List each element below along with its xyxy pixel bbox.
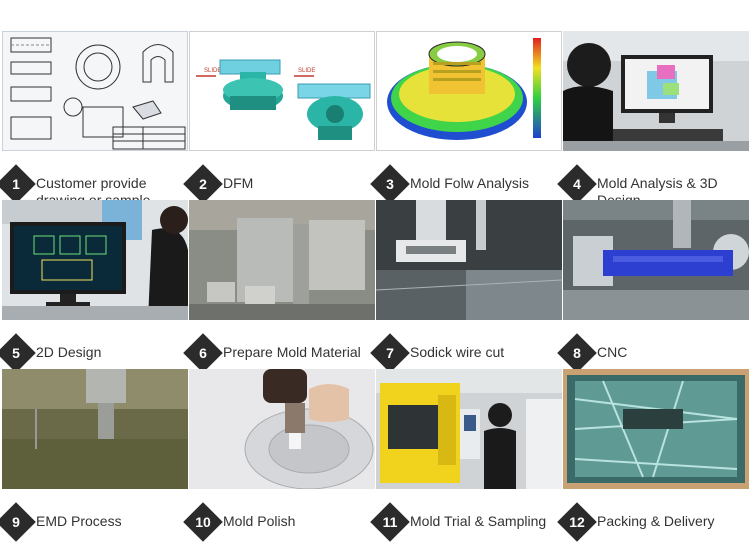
step-number: 3 xyxy=(386,176,394,192)
mold-trial-photo xyxy=(376,369,562,489)
2d-design-photo xyxy=(2,200,188,320)
packing-photo xyxy=(563,369,749,489)
flow-analysis-photo xyxy=(376,31,562,151)
engineer-at-monitor-icon xyxy=(563,31,749,151)
step-label: Sodick wire cut xyxy=(410,344,505,360)
step-number: 1 xyxy=(12,176,20,192)
step-label: Mold Folw Analysis xyxy=(410,175,530,191)
step-label: DFM xyxy=(223,175,254,191)
process-step-4: 4 Mold Analysis & 3D Design xyxy=(557,31,749,208)
cad-workstation-icon xyxy=(2,200,188,320)
process-step-5: 5 2D Design xyxy=(0,200,188,373)
cnc-machine-icon xyxy=(563,200,749,320)
process-step-9: 9 EMD Process xyxy=(0,369,188,542)
step-label: 2D Design xyxy=(36,344,102,360)
process-step-2: SLIDE SLIDE 2 DFM xyxy=(183,31,375,204)
step-number: 4 xyxy=(573,176,581,192)
process-step-12: 12 Packing & Delivery xyxy=(557,369,749,542)
wire-cut-photo xyxy=(376,200,562,320)
injection-machine-icon xyxy=(376,369,562,489)
process-step-3: 3 Mold Folw Analysis xyxy=(370,31,562,204)
wrapped-mold-icon xyxy=(563,369,749,489)
dfm-3d-model-icon: SLIDE SLIDE xyxy=(190,32,374,150)
process-step-11: 11 Mold Trial & Sampling xyxy=(370,369,562,542)
step-number: 8 xyxy=(573,345,581,361)
cnc-photo xyxy=(563,200,749,320)
dfm-annotation-left: SLIDE xyxy=(204,68,221,74)
drawing-photo xyxy=(2,31,188,151)
dfm-annotation-right: SLIDE xyxy=(298,68,315,74)
polishing-tool-icon xyxy=(189,369,375,489)
mold-material-photo xyxy=(189,200,375,320)
step-label: Prepare Mold Material xyxy=(223,344,361,360)
process-step-7: 7 Sodick wire cut xyxy=(370,200,562,373)
steel-blocks-icon xyxy=(189,200,375,320)
step-number: 12 xyxy=(569,514,585,530)
step-number: 7 xyxy=(386,345,394,361)
step-number: 9 xyxy=(12,514,20,530)
flow-analysis-heatmap-icon xyxy=(377,32,561,150)
dfm-photo: SLIDE SLIDE xyxy=(189,31,375,151)
step-number: 2 xyxy=(199,176,207,192)
process-step-6: 6 Prepare Mold Material xyxy=(183,200,375,373)
polish-photo xyxy=(189,369,375,489)
step-number: 10 xyxy=(195,514,211,530)
process-step-8: 8 CNC xyxy=(557,200,749,373)
step-label: CNC xyxy=(597,344,628,360)
step-label: EMD Process xyxy=(36,513,122,529)
step-number: 11 xyxy=(382,514,398,530)
edm-photo xyxy=(2,369,188,489)
technical-drawing-icon xyxy=(3,32,187,150)
wire-cut-machine-icon xyxy=(376,200,562,320)
step-label: Mold Polish xyxy=(223,513,296,529)
step-number: 5 xyxy=(12,345,20,361)
step-number: 6 xyxy=(199,345,207,361)
step-label: Mold Trial & Sampling xyxy=(410,513,547,529)
process-step-1: 1 Customer provide drawing or sample xyxy=(0,31,188,208)
process-step-10: 10 Mold Polish xyxy=(183,369,375,542)
edm-machine-icon xyxy=(2,369,188,489)
step-label: Packing & Delivery xyxy=(597,513,715,529)
designer-photo xyxy=(563,31,749,151)
